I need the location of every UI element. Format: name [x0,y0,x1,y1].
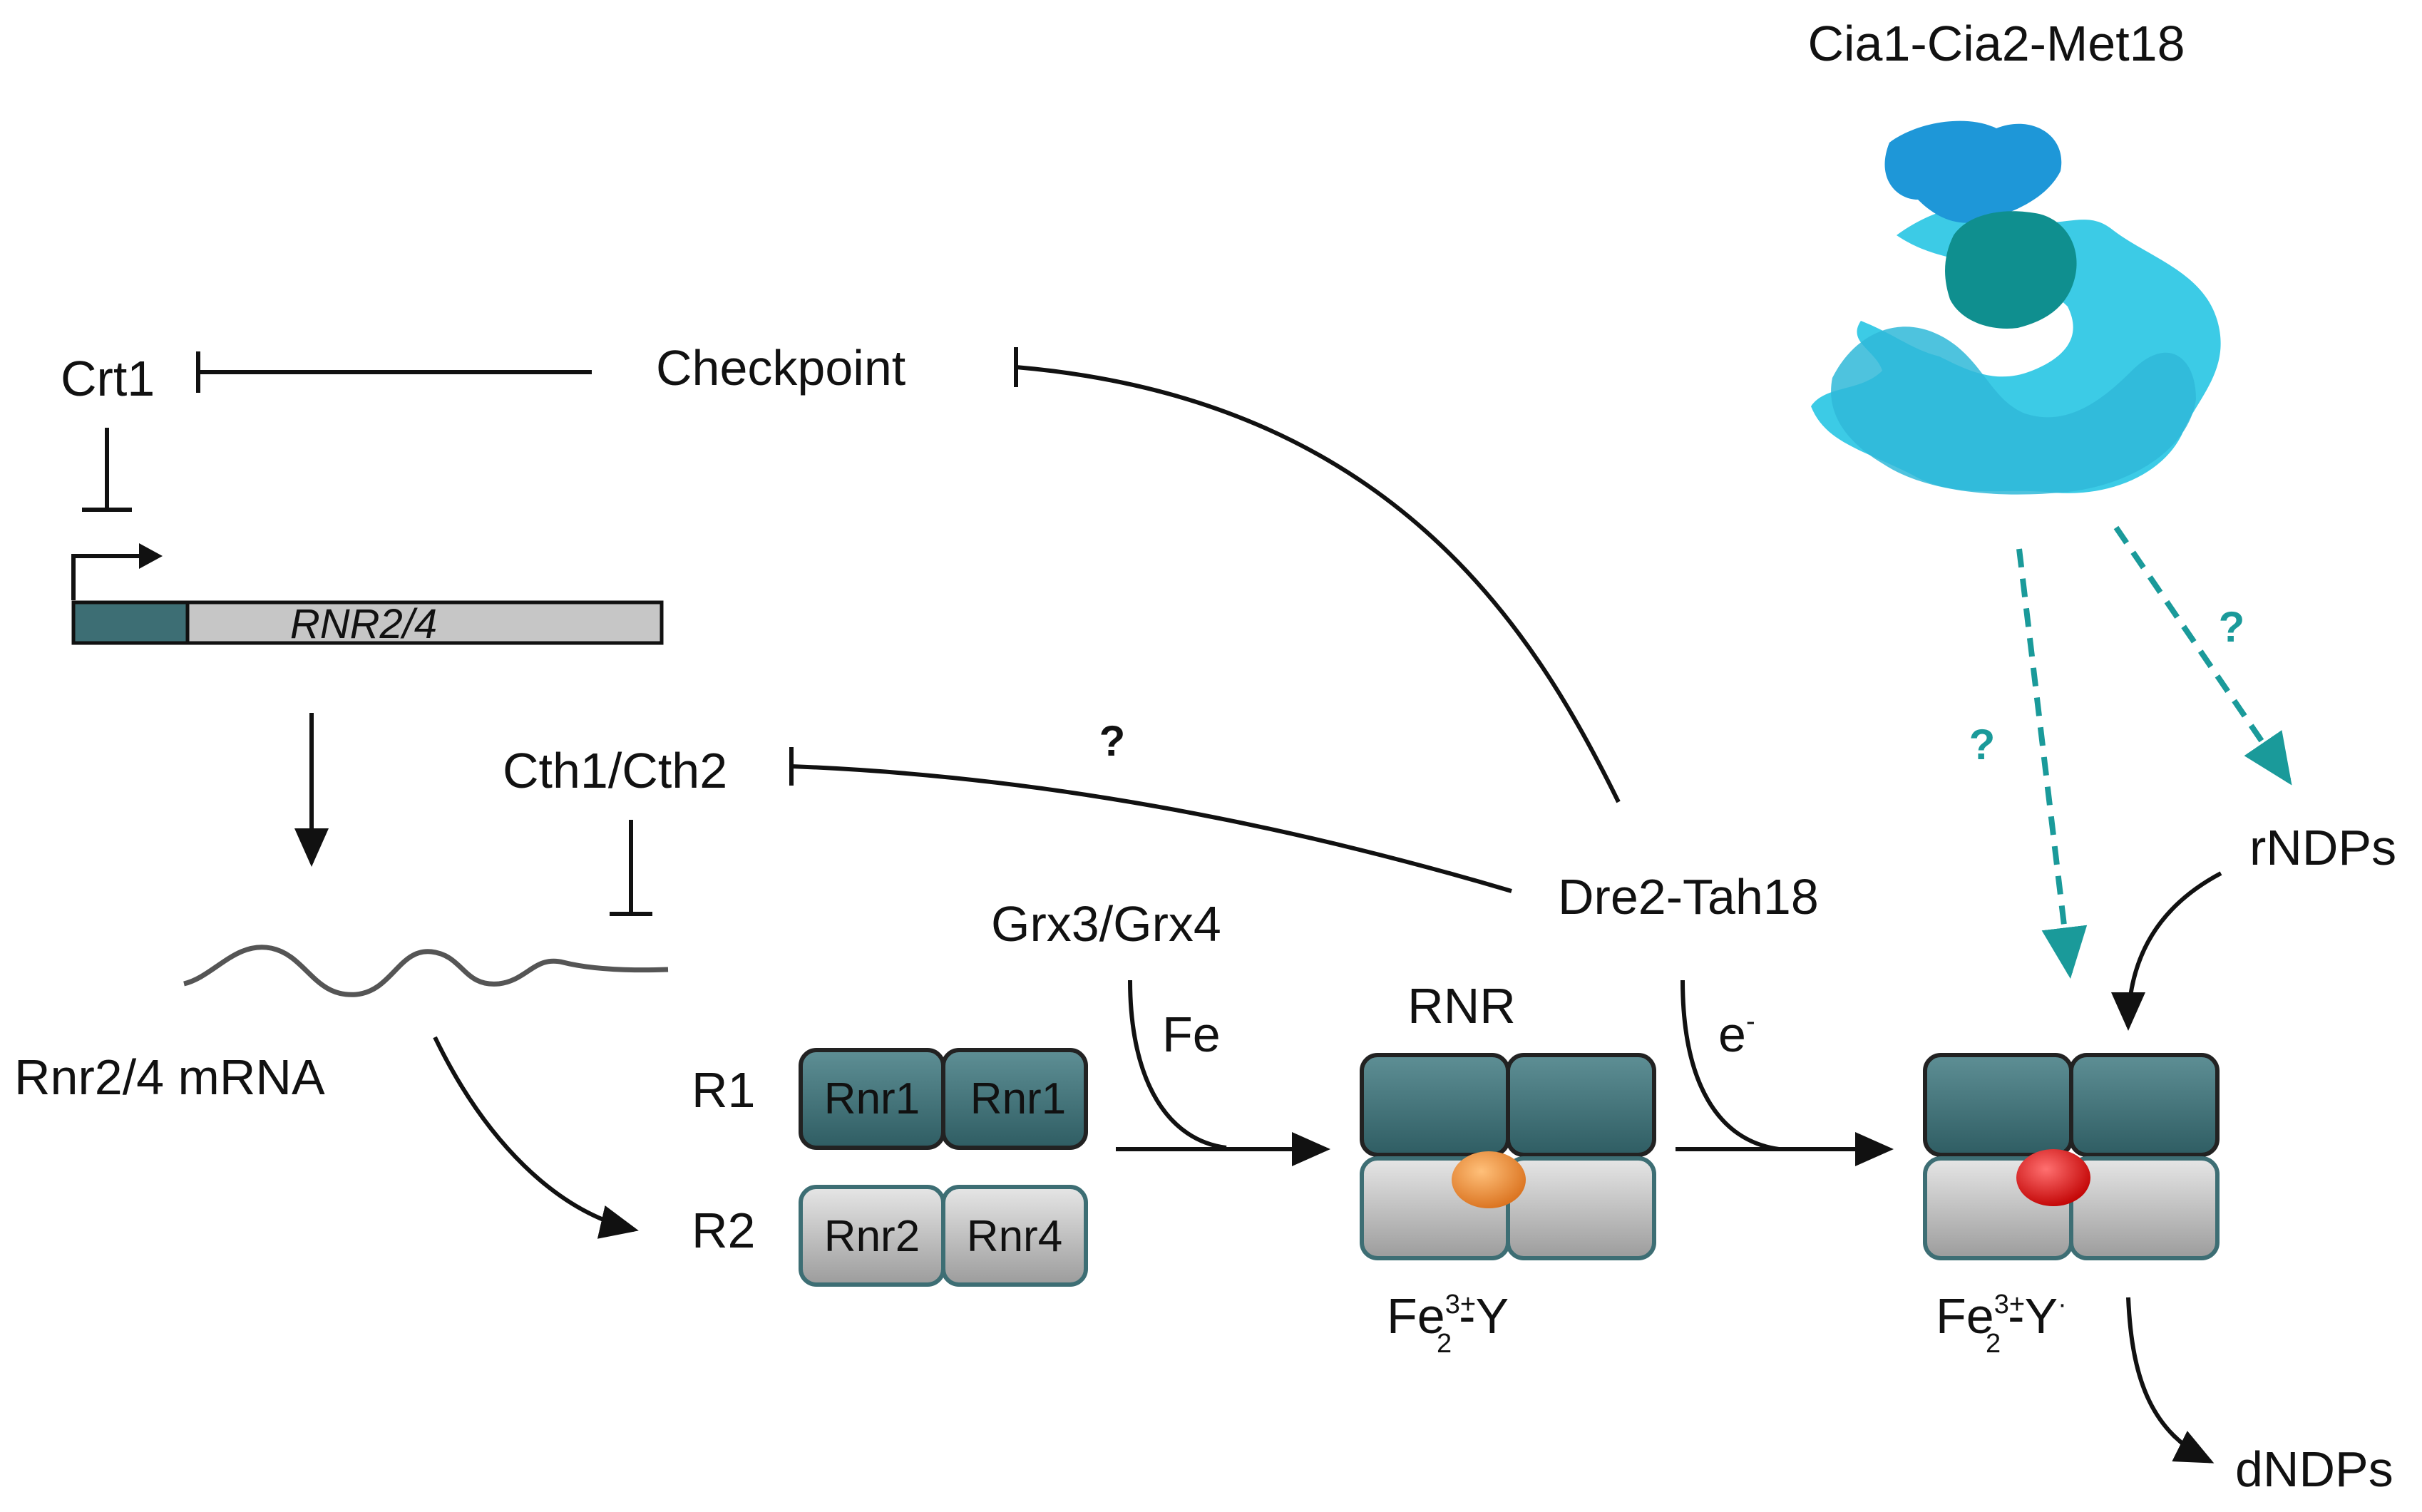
rndps-arrow [2111,871,2222,1031]
fe-y-base: Fe [1387,1288,1445,1344]
fe-y-radical-sup: 3+ [1994,1290,2025,1320]
fe-y-sub: 2 [1437,1329,1452,1359]
blob-structure-icon [1811,120,2221,495]
met18-lower [1831,326,2196,495]
grx-label: Grx3/Grx4 [991,896,1221,952]
active-rnr-complex [1923,1053,2220,1260]
fe-label: Fe [1162,1007,1221,1062]
cia-question-right: ? [2219,603,2245,651]
dre2-label: Dre2-Tah18 [1558,869,1819,925]
r2-label: R2 [692,1203,755,1258]
e-sup: - [1746,1007,1755,1037]
rnr-label: RNR [1407,978,1516,1034]
e-base: e [1718,1007,1746,1062]
fe-y-radical-base: Fe [1936,1288,1994,1344]
crt1-label: Crt1 [61,351,155,406]
dndps-label: dNDPs [2235,1441,2393,1497]
gene-label: RNR2/4 [290,601,437,647]
fe-y-sup: 3+ [1445,1290,1476,1320]
wavy-line-icon [183,945,669,997]
rnr4-text: Rnr4 [967,1212,1062,1261]
dre2-cth-question: ? [1099,717,1126,765]
rnr1-text-b: Rnr1 [970,1074,1066,1123]
orange-cofactor-icon [1452,1151,1526,1208]
electron-input-curve [1680,979,1780,1151]
fe-y-radical-label: Fe3+ 2-Y· [1936,1288,2067,1359]
fe-y-radical-sub: 2 [1986,1329,2001,1359]
gene-coding-segment [185,600,664,645]
cia-dashed-arrow-right [2113,525,2292,786]
e-label: e- [1718,1007,1755,1062]
cia-question-left: ? [1969,721,1996,768]
fe-y-label: Fe3+ 2-Y [1387,1288,1509,1359]
cth-label: Cth1/Cth2 [503,743,727,798]
bent-arrow-icon [71,543,163,600]
r1-label: R1 [692,1062,755,1118]
mrna-label: Rnr2/4 mRNA [14,1049,325,1105]
dndps-arrow [2126,1297,2215,1464]
red-radical-icon [2016,1149,2090,1206]
translation-arrow [433,1036,639,1239]
cia-complex-label: Cia1-Cia2-Met18 [1807,16,2185,71]
fe-y-tail: -Y [1459,1288,1509,1344]
fe-input-curve [1128,979,1227,1150]
rnr-complex [1360,1053,1656,1260]
rndps-label: rNDPs [2249,820,2396,875]
cia-dashed-arrow-left [2016,548,2088,979]
cia1-blob [1884,120,2062,223]
gene-promoter-segment [71,600,190,645]
rnr4-box [941,1185,1088,1287]
dre2-to-cth-line [791,764,1512,893]
rnr1-box-b [941,1048,1088,1150]
fe-y-radical-dot: · [2058,1290,2067,1320]
dre2-to-checkpoint-line [1015,365,1621,803]
cia2-blob [1945,211,2077,329]
rnr1-text-a: Rnr1 [824,1074,920,1123]
fe-y-radical-tail: -Y [2008,1288,2058,1344]
rnr2-text: Rnr2 [824,1212,920,1261]
checkpoint-label: Checkpoint [656,340,905,396]
